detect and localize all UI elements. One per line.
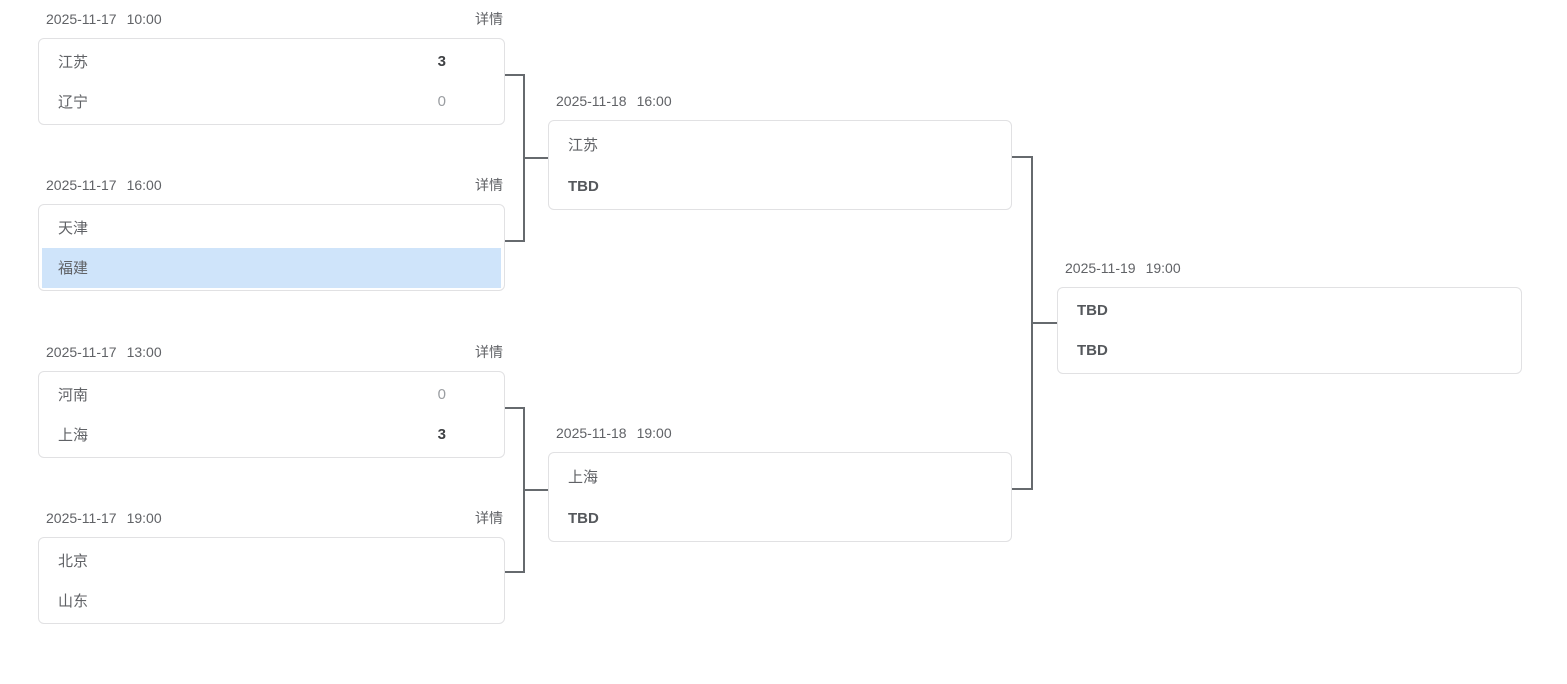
match-box: 上海 TBD [548, 452, 1012, 542]
match-header: 2025-11-18 16:00 [548, 90, 1012, 112]
detail-link[interactable]: 详情 [475, 177, 503, 193]
match-box: 江苏 3 辽宁 0 [38, 38, 505, 125]
team-name: 山东 [58, 593, 89, 611]
match-date: 2025-11-17 [46, 177, 117, 193]
match-box: 天津 福建 [38, 204, 505, 291]
match-header: 2025-11-17 10:00 详情 [38, 8, 505, 30]
team-score: 3 [437, 426, 446, 444]
match-header: 2025-11-19 19:00 [1057, 257, 1522, 279]
team-name: 上海 [568, 468, 599, 486]
match-header: 2025-11-17 13:00 详情 [38, 341, 505, 363]
team-row[interactable]: 江苏 3 [42, 41, 501, 82]
match-card-qf1: 2025-11-17 10:00 详情 江苏 3 辽宁 0 [38, 8, 505, 125]
match-datetime: 2025-11-19 19:00 [1065, 260, 1181, 276]
match-date: 2025-11-17 [46, 11, 117, 27]
team-name-tbd: TBD [568, 177, 599, 195]
match-date: 2025-11-18 [556, 93, 627, 109]
match-date: 2025-11-19 [1065, 260, 1136, 276]
team-name: 天津 [58, 219, 89, 237]
match-card-qf3: 2025-11-17 13:00 详情 河南 0 上海 3 [38, 341, 505, 458]
team-row[interactable]: TBD [1061, 331, 1518, 372]
match-box: 北京 山东 [38, 537, 505, 624]
team-row[interactable]: 北京 [42, 540, 501, 581]
connector-stub-top [525, 157, 548, 159]
team-name-tbd: TBD [1077, 301, 1108, 319]
connector-bracket-top [505, 74, 525, 242]
match-header: 2025-11-17 16:00 详情 [38, 174, 505, 196]
match-header: 2025-11-17 19:00 详情 [38, 507, 505, 529]
team-score: 3 [437, 52, 446, 70]
detail-link[interactable]: 详情 [475, 11, 503, 27]
team-row[interactable]: TBD [1061, 290, 1518, 331]
match-datetime: 2025-11-17 13:00 [46, 344, 162, 360]
match-box: 河南 0 上海 3 [38, 371, 505, 458]
team-row[interactable]: 山东 [42, 581, 501, 622]
team-row-highlighted[interactable]: 福建 [42, 247, 501, 288]
team-name: 上海 [58, 427, 89, 445]
match-datetime: 2025-11-17 19:00 [46, 510, 162, 526]
connector-bracket-bottom [505, 407, 525, 573]
match-time: 16:00 [126, 177, 162, 193]
match-time: 16:00 [636, 93, 672, 109]
match-time: 13:00 [126, 344, 162, 360]
match-time: 19:00 [126, 510, 162, 526]
team-row[interactable]: 江苏 [552, 123, 1008, 165]
match-box: 江苏 TBD [548, 120, 1012, 210]
match-date: 2025-11-17 [46, 344, 117, 360]
team-score: 0 [437, 93, 446, 111]
team-row[interactable]: 天津 [42, 207, 501, 248]
detail-link[interactable]: 详情 [475, 344, 503, 360]
connector-bracket-final [1012, 156, 1033, 490]
team-name-tbd: TBD [1077, 342, 1108, 360]
match-date: 2025-11-18 [556, 425, 627, 441]
match-time: 10:00 [126, 11, 162, 27]
match-time: 19:00 [1145, 260, 1181, 276]
match-datetime: 2025-11-18 19:00 [556, 425, 672, 441]
team-name: 辽宁 [58, 94, 89, 112]
match-datetime: 2025-11-17 16:00 [46, 177, 162, 193]
team-row[interactable]: 上海 [552, 455, 1008, 497]
connector-stub-final [1033, 322, 1057, 324]
team-row[interactable]: 辽宁 0 [42, 82, 501, 123]
match-card-sf1: 2025-11-18 16:00 江苏 TBD [548, 90, 1012, 210]
team-name: 北京 [58, 552, 89, 570]
match-date: 2025-11-17 [46, 510, 117, 526]
match-card-final: 2025-11-19 19:00 TBD TBD [1057, 257, 1522, 374]
match-card-qf4: 2025-11-17 19:00 详情 北京 山东 [38, 507, 505, 624]
team-name-tbd: TBD [568, 509, 599, 527]
team-score: 0 [437, 385, 446, 403]
team-name: 河南 [58, 386, 89, 404]
team-row[interactable]: TBD [552, 497, 1008, 539]
match-box: TBD TBD [1057, 287, 1522, 374]
team-row[interactable]: TBD [552, 165, 1008, 207]
team-name: 福建 [58, 260, 89, 278]
detail-link[interactable]: 详情 [475, 510, 503, 526]
match-time: 19:00 [636, 425, 672, 441]
connector-stub-bottom [525, 489, 548, 491]
match-card-qf2: 2025-11-17 16:00 详情 天津 福建 [38, 174, 505, 291]
match-card-sf2: 2025-11-18 19:00 上海 TBD [548, 422, 1012, 542]
team-row[interactable]: 上海 3 [42, 415, 501, 456]
match-header: 2025-11-18 19:00 [548, 422, 1012, 444]
team-row[interactable]: 河南 0 [42, 374, 501, 415]
match-datetime: 2025-11-18 16:00 [556, 93, 672, 109]
team-name: 江苏 [568, 136, 599, 154]
match-datetime: 2025-11-17 10:00 [46, 11, 162, 27]
team-name: 江苏 [58, 53, 89, 71]
